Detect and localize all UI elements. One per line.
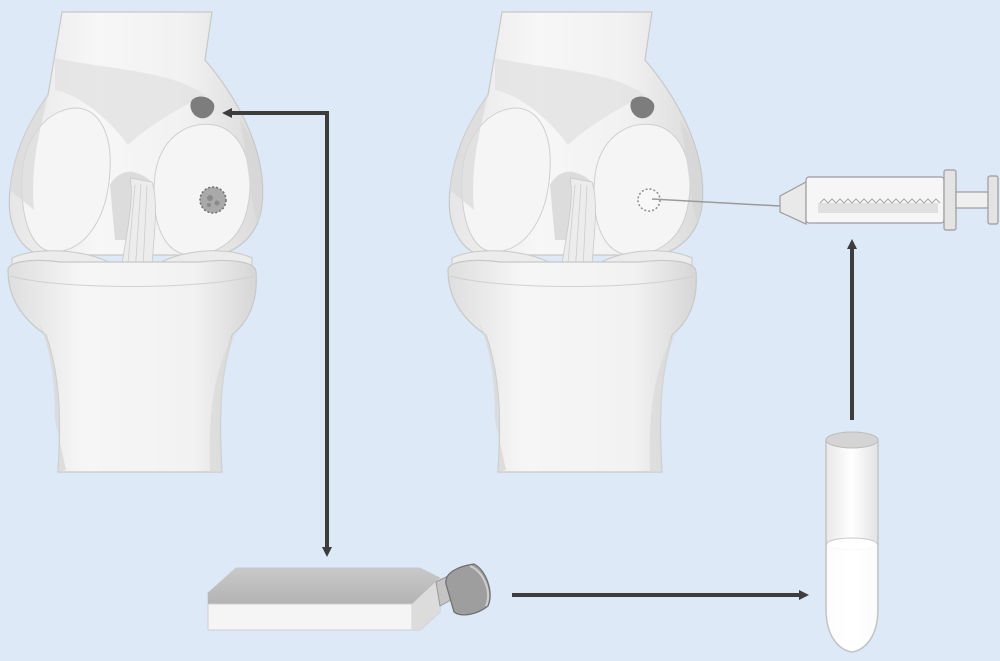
knee-with-cartilage-defect-icon <box>8 12 263 472</box>
centrifuge-tube-icon <box>826 432 878 652</box>
cartilage-defect <box>200 187 226 213</box>
culture-flask-icon <box>208 564 490 630</box>
syringe-icon <box>652 170 998 230</box>
knee-with-cell-injection-icon <box>448 12 703 472</box>
